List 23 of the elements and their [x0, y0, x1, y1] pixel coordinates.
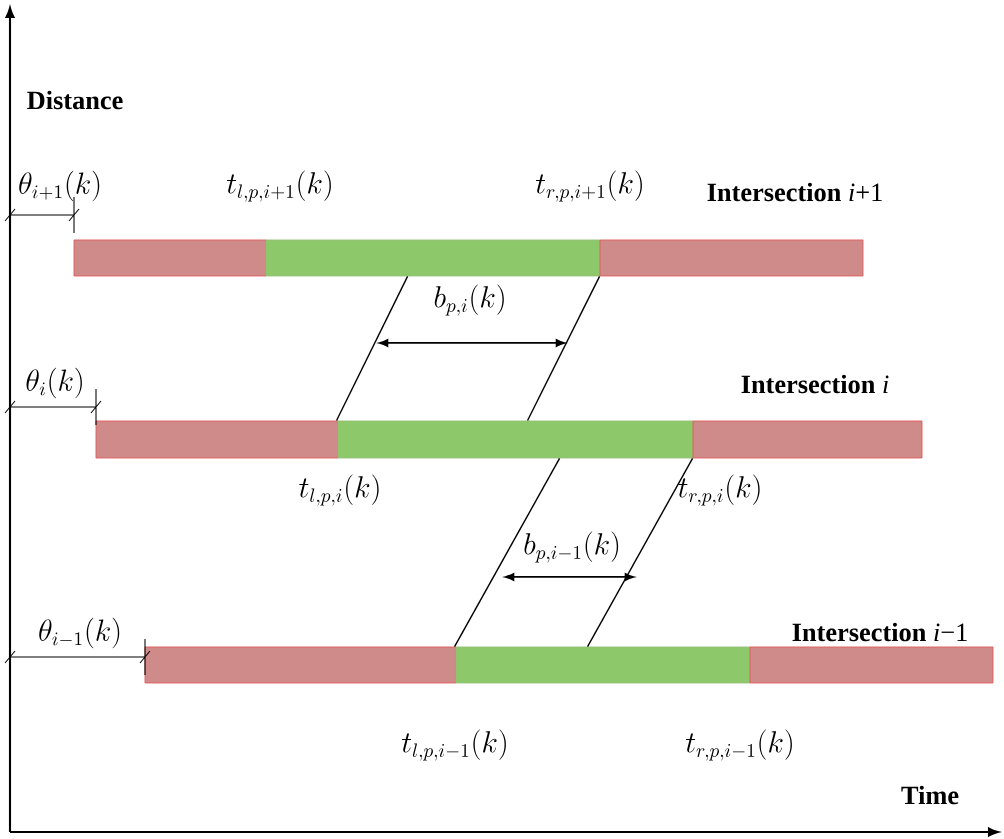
formula-label: $t_{l,p,i}(k)$: [299, 474, 379, 506]
axis-label: Time: [901, 785, 959, 805]
trajectory-line: [335, 275, 409, 422]
formula-label: $b_{p,i-1}(k)$: [524, 531, 619, 563]
intersection-label: Intersection i: [741, 374, 889, 394]
formula-label: $t_{r,p,i}(k)$: [678, 474, 760, 506]
axis-label: Distance: [27, 90, 123, 110]
formula-label: $t_{r,p,i-1}(k)$: [686, 729, 792, 761]
signal-bar: [73, 239, 267, 277]
signal-bar: [692, 420, 923, 459]
signal-bar: [144, 646, 457, 684]
signal-bar: [455, 646, 751, 684]
signal-bar: [95, 420, 339, 459]
trajectory-line: [453, 457, 561, 648]
trajectory-line: [526, 275, 601, 422]
formula-label: $t_{l,p,i-1}(k)$: [402, 729, 506, 761]
signal-bar: [337, 420, 694, 459]
formula-label: $t_{r,p,i+1}(k)$: [536, 170, 642, 202]
signal-bar: [265, 239, 601, 277]
trajectory-line: [586, 457, 694, 648]
signal-bar: [749, 646, 994, 684]
signal-bar: [599, 239, 864, 277]
formula-label: $t_{l,p,i+1}(k)$: [227, 170, 331, 202]
